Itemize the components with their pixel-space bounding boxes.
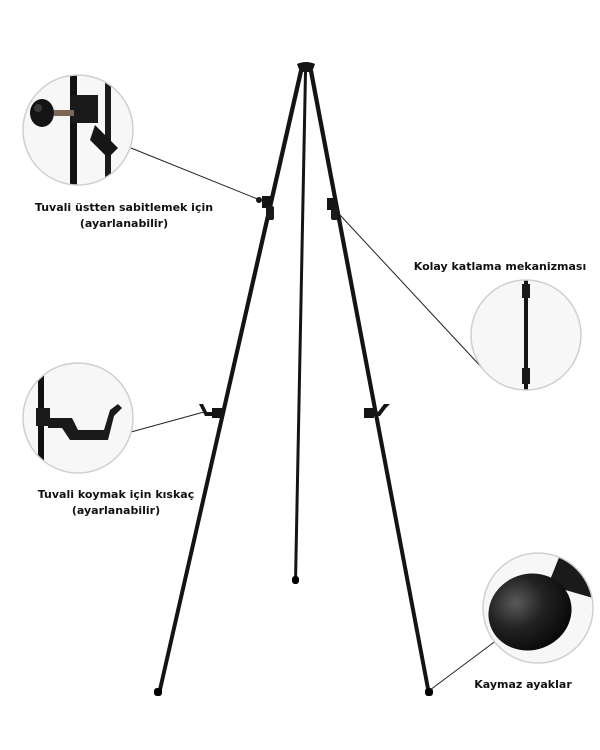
label-holder-line1: Tuvali koymak için kıskaç (37, 488, 195, 501)
easel (154, 62, 433, 696)
zoom-rubber-foot (482, 552, 594, 664)
leader-lines (130, 147, 498, 691)
rubber-foot-icon (488, 573, 572, 651)
easel-right-leg (309, 70, 431, 694)
label-fold-line1: Kolay katlama mekanizması (413, 260, 587, 273)
easel-left-foot (154, 688, 162, 696)
label-top-clamp-line1: Tuvali üstten sabitlemek için (34, 201, 214, 214)
zoom-top-clamp (22, 74, 134, 186)
leader-fold (339, 214, 485, 371)
leader-holder (130, 411, 205, 433)
label-canvas-holder: Tuvali koymak için kıskaç (ayarlanabilir… (6, 487, 226, 519)
easel-top-clamp (256, 196, 338, 220)
zoom-canvas-holder (22, 362, 134, 474)
easel-top-cap (297, 62, 315, 72)
easel-back-foot (292, 576, 299, 584)
easel-left-leg (157, 70, 303, 694)
label-anti-slip-feet: Kaymaz ayaklar (463, 677, 583, 693)
label-fold-mechanism: Kolay katlama mekanizması (405, 259, 595, 275)
easel-right-foot (425, 688, 433, 696)
leader-feet (429, 639, 498, 691)
leader-top-clamp (130, 147, 261, 201)
label-top-clamp: Tuvali üstten sabitlemek için (ayarlanab… (14, 200, 234, 232)
knob-icon (30, 99, 54, 127)
label-top-clamp-line2: (ayarlanabilir) (79, 217, 169, 230)
zoom-fold-mechanism (470, 279, 582, 391)
easel-back-leg (294, 72, 307, 582)
label-holder-line2: (ayarlanabilir) (71, 504, 161, 517)
label-feet-line1: Kaymaz ayaklar (474, 678, 572, 691)
easel-canvas-holder (199, 404, 390, 418)
